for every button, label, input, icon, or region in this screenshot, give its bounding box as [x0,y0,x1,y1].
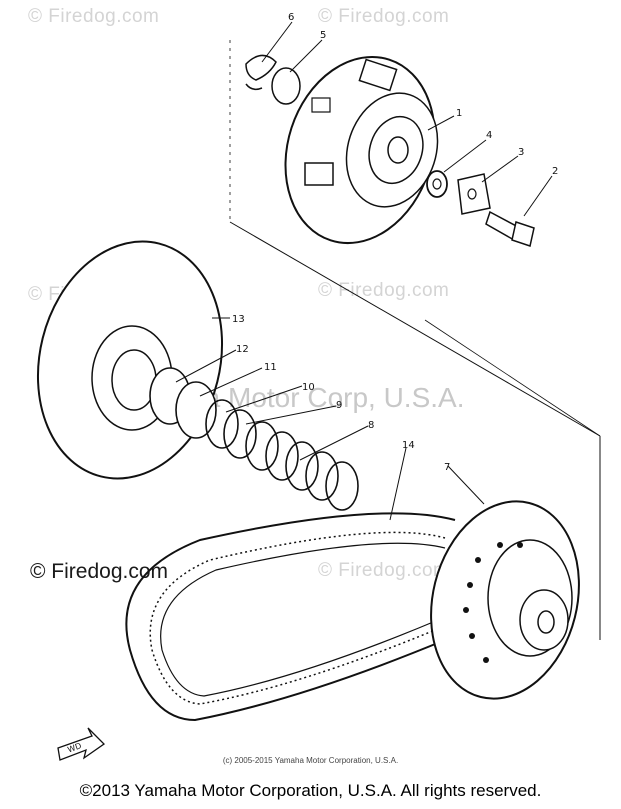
watermark-firedog-dark: © Firedog.com [30,560,169,583]
clip-part-6 [245,54,277,91]
small-copyright: (c) 2005-2015 Yamaha Motor Corporation, … [222,756,399,765]
callout-5: 5 [320,30,326,41]
ring-part-10 [205,399,239,449]
callout-2: 2 [552,166,558,177]
v-belt-part-14 [125,512,456,722]
callout-9: 9 [336,400,342,411]
watermark-firedog: © Firedog.com [28,6,160,27]
callout-1: 1 [456,108,462,119]
callout-11: 11 [264,362,277,373]
spring-part-8 [245,421,359,511]
watermark-firedog: © Firedog.com [318,6,450,27]
ring-part-5 [271,67,301,105]
lock-plate-part-3 [457,173,491,215]
callout-14: 14 [402,440,415,451]
callout-7: 7 [444,462,450,473]
fixed-sheave-upper [284,55,439,245]
direction-arrow-icon: WD [57,727,106,761]
secondary-sheave-part-7 [430,500,580,700]
collar-part-11 [175,381,217,439]
leader-lines [175,21,553,521]
footer-copyright: ©2013 Yamaha Motor Corporation, U.S.A. A… [79,781,542,800]
callout-3: 3 [518,147,524,158]
bolt-part-2 [485,210,535,247]
ring-part-9 [223,409,257,459]
callout-8: 8 [368,420,374,431]
callout-6: 6 [288,12,294,23]
callout-12: 12 [236,344,249,355]
callout-10: 10 [302,382,315,393]
watermark-firedog: © Firedog.com [318,560,450,581]
movable-sheave-part-13 [36,240,224,480]
callout-4: 4 [486,130,492,141]
watermark-firedog: © Firedog.com [318,280,450,301]
callout-13: 13 [232,314,245,325]
